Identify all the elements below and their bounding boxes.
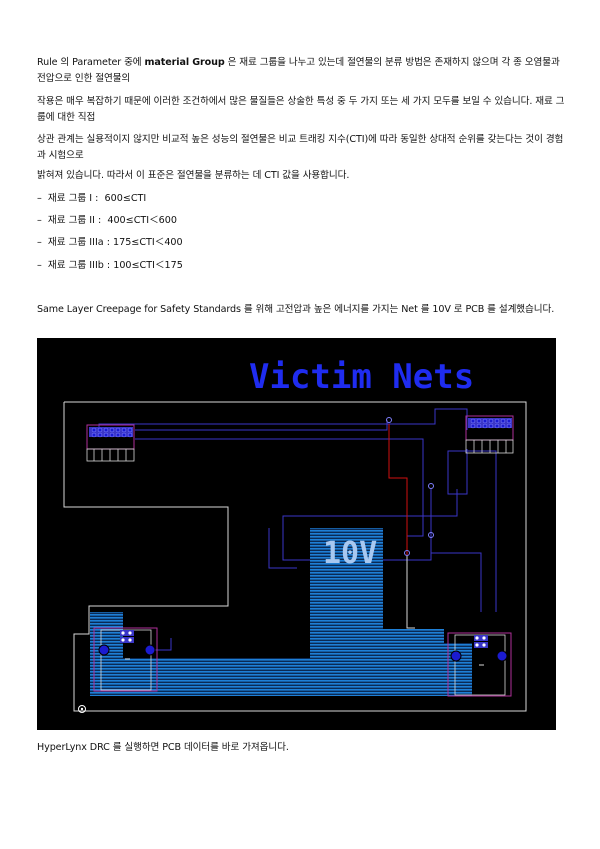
vias	[386, 417, 434, 556]
para3-text: 상관 관계는 실용적이지 않지만 비교적 높은 성능의 절연물은 비교 트래킹 …	[37, 134, 564, 161]
white-trace	[406, 556, 415, 629]
bullet-item: – 재료 그룹 II : 400≤CTI＜600	[37, 215, 177, 226]
origin-marker	[78, 705, 86, 713]
bullet-item: – 재료 그룹 IIIb : 100≤CTI＜175	[37, 260, 183, 271]
connector-top-left	[86, 424, 135, 462]
bullet-item: – 재료 그룹 IIIa : 175≤CTI＜400	[37, 237, 183, 248]
board-outline	[63, 401, 527, 712]
para4-text: 밝혀져 있습니다. 따라서 이 표준은 절연물을 분류하는 데 CTI 값을 사…	[37, 170, 350, 181]
connector-top-right	[465, 415, 514, 454]
pcb-title-text: Victim Nets	[249, 357, 474, 397]
paragraph-1: Rule 의 Parameter 중에 material Group 은 재료 …	[37, 55, 565, 86]
paragraph-2: 작용은 매우 복잡하기 때문에 이러한 조건하에서 많은 물질들은 상술한 특성…	[37, 94, 565, 125]
paragraph-6: HyperLynx DRC 를 실행하면 PCB 데이터를 바로 가져옵니다.	[37, 740, 565, 756]
paragraph-5: Same Layer Creepage for Safety Standards…	[37, 302, 565, 318]
pour-label-text: 10V	[323, 536, 377, 571]
copper-pour-10v	[90, 528, 472, 696]
bullet-item: – 재료 그룹 I : 600≤CTI	[37, 193, 147, 204]
pcb-layout-image: Victim Nets 10V	[37, 338, 556, 730]
para1-bold: material Group	[144, 57, 225, 68]
component-bottom-left	[93, 627, 158, 692]
para5-text: Same Layer Creepage for Safety Standards…	[37, 304, 555, 315]
para1-pre: Rule 의 Parameter 중에	[37, 57, 145, 68]
component-bottom-right	[447, 632, 512, 697]
red-trace	[388, 424, 408, 556]
para1-post: 은 재료 그룹을 나누고 있는데 절연물의 분류 방법은 존재하지 않으며 각 …	[37, 57, 560, 84]
paragraph-4: 밝혀져 있습니다. 따라서 이 표준은 절연물을 분류하는 데 CTI 값을 사…	[37, 168, 565, 184]
para6-text: HyperLynx DRC 를 실행하면 PCB 데이터를 바로 가져옵니다.	[37, 742, 289, 753]
paragraph-3: 상관 관계는 실용적이지 않지만 비교적 높은 성능의 절연물은 비교 트래킹 …	[37, 132, 565, 163]
para2-text: 작용은 매우 복잡하기 때문에 이러한 조건하에서 많은 물질들은 상술한 특성…	[37, 96, 565, 123]
